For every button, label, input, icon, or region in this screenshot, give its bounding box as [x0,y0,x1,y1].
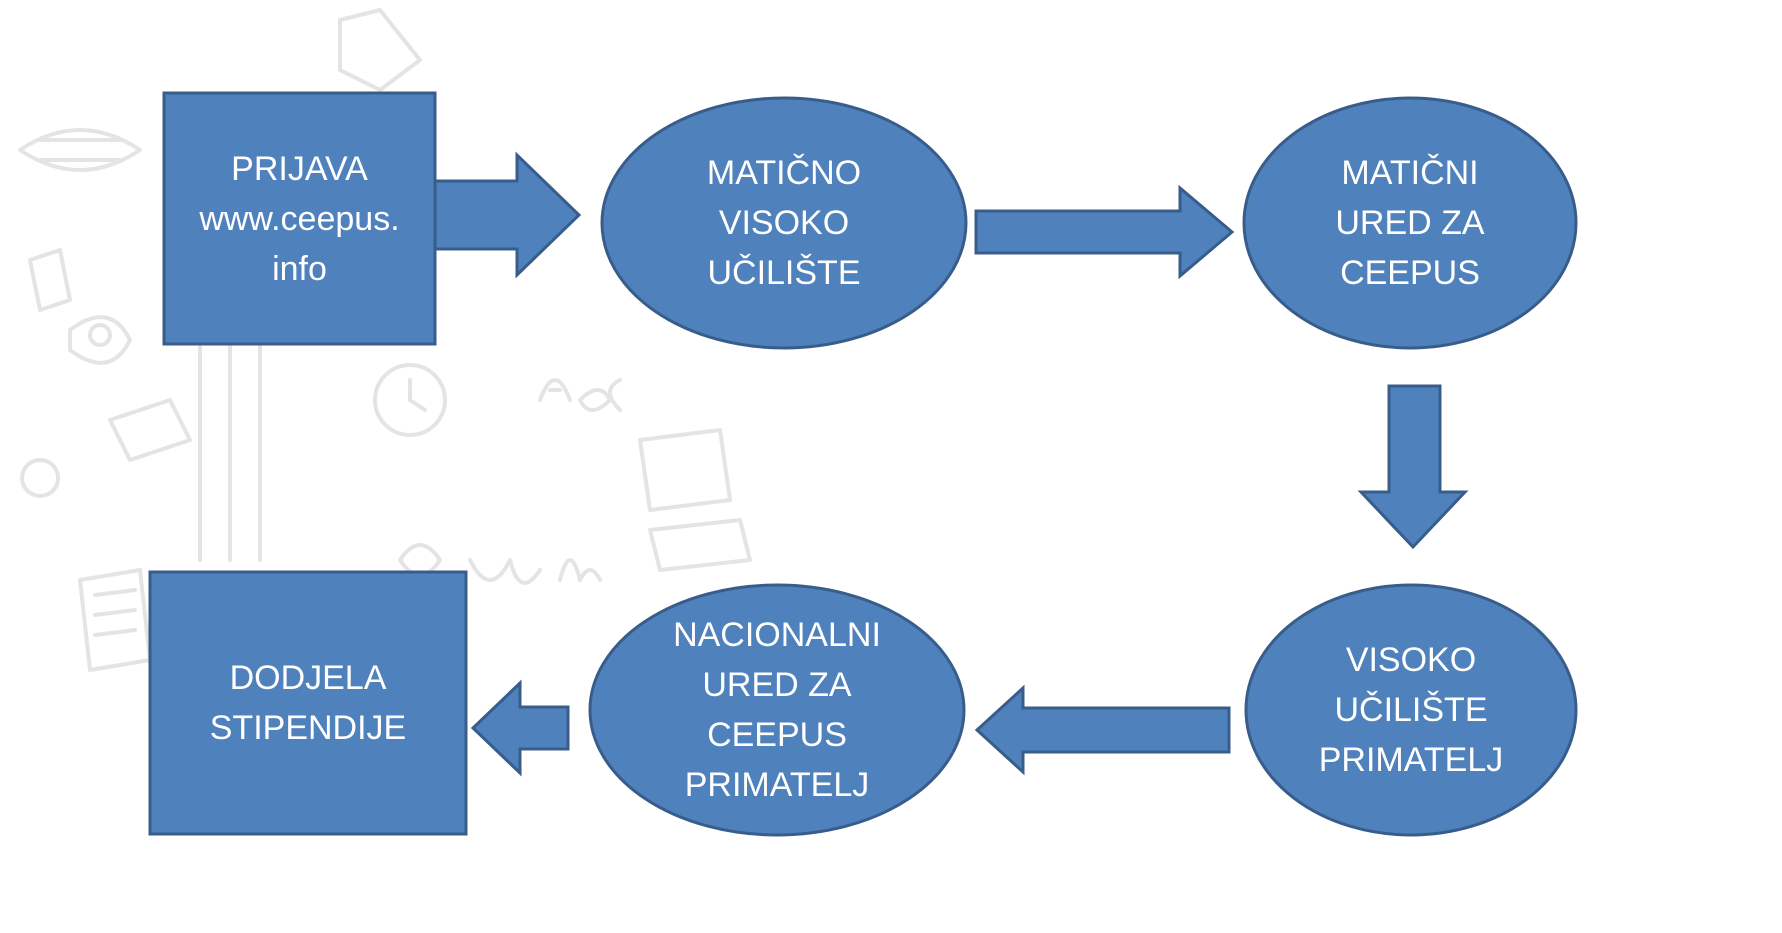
label-maticni-ured: MATIČNI URED ZA CEEPUS [1244,98,1576,348]
arrow-right-2 [974,184,1235,280]
label-line: CEEPUS [707,716,847,754]
node-dodjela [148,570,468,836]
arrow-left-2 [470,679,570,777]
label-dodjela: DODJELA STIPENDIJE [150,572,466,834]
label-line: MATIČNO [706,154,862,192]
label-line[interactable]: PRIJAVA [231,149,368,188]
label-line: VISOKO [1345,641,1477,679]
label-prijava: PRIJAVA www.ceepus. info [164,93,435,344]
label-nacionalni-ured: NACIONALNI URED ZA CEEPUS PRIMATELJ [590,585,964,835]
node-maticni-ured [1242,96,1578,350]
label-line: UČILIŠTE [1334,691,1488,729]
label-line: DODJELA [229,659,387,697]
node-visoko-uciliste-primatelj [1244,583,1578,837]
node-prijava [162,91,437,346]
label-visoko-uciliste-primatelj: VISOKO UČILIŠTE PRIMATELJ [1246,585,1576,835]
node-maticno-visoko-uciliste [600,96,968,350]
label-line: STIPENDIJE [209,709,407,747]
label-line: URED ZA [1335,204,1485,242]
label-line: MATIČNI [1341,154,1479,192]
label-line: PRIMATELJ [1318,741,1504,779]
arrow-left-1 [974,684,1231,776]
node-nacionalni-ured [588,583,966,837]
label-line[interactable]: www.ceepus. [199,199,400,238]
arrow-down [1357,384,1469,550]
label-line: URED ZA [702,666,852,704]
label-line: VISOKO [718,204,850,242]
label-line: UČILIŠTE [707,254,861,292]
label-maticno-visoko-uciliste: MATIČNO VISOKO UČILIŠTE [602,98,966,348]
label-line: CEEPUS [1340,254,1480,292]
arrow-right-1 [433,151,582,279]
label-line[interactable]: info [272,249,327,288]
label-line: NACIONALNI [673,616,881,654]
label-line: PRIMATELJ [684,766,870,804]
